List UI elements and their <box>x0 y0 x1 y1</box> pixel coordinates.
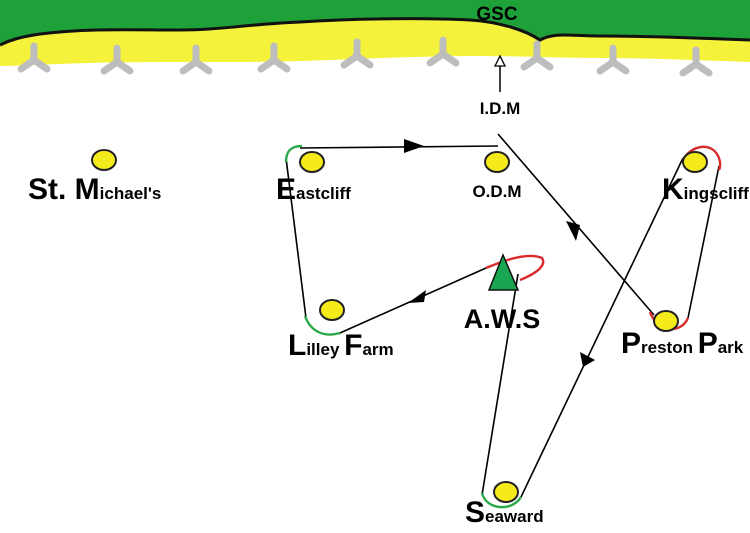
seaward-initial: S <box>465 496 485 529</box>
bend-kingscliff <box>681 145 722 171</box>
eastcliff-rest: astcliff <box>296 184 351 203</box>
eastcliff-initial: E <box>276 173 296 206</box>
lilley-rest: illey <box>306 340 344 359</box>
preston-rest: reston <box>641 338 698 357</box>
kingscliff-initial: K <box>662 173 684 206</box>
aws-label: A.W.S <box>464 304 541 334</box>
station-dot-st-michaels <box>91 149 117 171</box>
label-preston-park: Preston Park <box>621 327 744 360</box>
kingscliff-rest: ingscliff <box>684 184 750 203</box>
stations <box>91 149 708 503</box>
label-odm: O.D.M <box>472 182 521 201</box>
arrow-east-top <box>404 139 424 153</box>
bend-eastcliff <box>284 144 303 163</box>
route-kings-seaward <box>520 157 684 498</box>
farm-initial: F <box>344 329 362 362</box>
st-michaels-initial: St. M <box>28 173 100 206</box>
label-eastcliff: Eastcliff <box>276 173 351 206</box>
park-rest: ark <box>718 338 744 357</box>
route-seaward-left <box>481 273 519 496</box>
station-dot-preston-park <box>653 310 679 332</box>
grass-dot <box>256 4 274 22</box>
label-st-michaels: St. Michael's <box>28 173 161 206</box>
label-lilley-farm: Lilley Farm <box>288 329 394 362</box>
arrow-kings-seaward <box>580 352 595 367</box>
preston-initial: P <box>621 327 641 360</box>
station-dot-kingscliff <box>682 151 708 173</box>
station-dot-eastcliff <box>299 151 325 173</box>
station-dot-lilley-farm <box>319 299 345 321</box>
idm-arrow-head <box>493 54 507 67</box>
idm-label: I.D.M <box>480 99 521 118</box>
label-seaward: Seaward <box>465 496 544 529</box>
coastline <box>0 0 750 66</box>
seaward-rest: eaward <box>485 507 544 526</box>
route-eastcliff-top <box>299 145 499 149</box>
direction-arrows <box>404 139 595 367</box>
bend-lilley <box>303 315 341 336</box>
bend-seaward <box>480 492 523 509</box>
aws-triangle <box>487 253 520 291</box>
lilley-initial: L <box>288 329 306 362</box>
arrow-diagonal <box>566 221 580 241</box>
route-eastcliff-left <box>285 157 307 319</box>
idm-marker: I.D.M <box>480 54 521 118</box>
coast-line <box>0 17 750 47</box>
routes <box>285 133 720 498</box>
arrow-lilley-aws <box>408 290 426 303</box>
route-kings-right <box>687 165 720 319</box>
park-initial: P <box>698 327 718 360</box>
label-kingscliff: Kingscliff <box>662 173 749 206</box>
station-dot-seaward <box>493 481 519 503</box>
st-michaels-rest: ichael's <box>100 184 162 203</box>
farm-rest: arm <box>362 340 393 359</box>
gsc-label: GSC <box>476 4 517 25</box>
station-dot-odm <box>484 151 510 173</box>
